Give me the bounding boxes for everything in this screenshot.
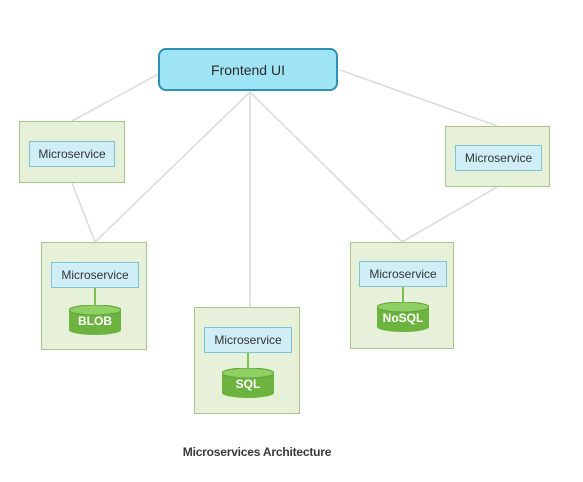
service-box-3: Microservice xyxy=(204,327,292,353)
service-box-1: Microservice xyxy=(29,141,115,167)
service-label-5: Microservice xyxy=(464,151,533,165)
connector-service-1-service-2 xyxy=(71,182,96,243)
nosql-database-label: NoSQL xyxy=(382,311,424,325)
frontend-ui-label: Frontend UI xyxy=(211,61,285,78)
connector-frontend-service-2 xyxy=(94,91,251,243)
blob-storage-label: BLOB xyxy=(78,314,112,328)
service-box-2: Microservice xyxy=(51,262,139,288)
connector-frontend-service-1 xyxy=(71,69,167,122)
nosql-database-icon: NoSQL xyxy=(377,302,429,332)
service-3-db-link xyxy=(247,353,249,368)
service-label-2: Microservice xyxy=(61,268,129,282)
diagram-caption: Microservices Architecture xyxy=(182,445,332,459)
blob-storage-db-icon: BLOB xyxy=(69,305,121,335)
connector-service-5-service-4 xyxy=(401,186,498,243)
frontend-ui-box: Frontend UI xyxy=(158,48,338,91)
service-4-db-link xyxy=(402,287,404,302)
connector-frontend-service-4 xyxy=(249,91,403,243)
service-label-1: Microservice xyxy=(38,147,106,161)
service-panel-2: Microservice BLOB xyxy=(41,242,147,350)
service-2-db-link xyxy=(94,288,96,305)
service-panel-4: Microservice NoSQL xyxy=(350,242,454,349)
sql-database-icon: SQL xyxy=(222,368,274,398)
service-label-4: Microservice xyxy=(369,267,437,281)
service-box-5: Microservice xyxy=(455,145,542,171)
service-box-4: Microservice xyxy=(359,261,447,287)
service-panel-3: Microservice SQL xyxy=(194,307,300,414)
service-panel-5: Microservice xyxy=(445,126,550,187)
sql-database-label: SQL xyxy=(235,377,261,391)
service-panel-1: Microservice xyxy=(19,121,125,183)
connector-frontend-service-5 xyxy=(339,69,498,127)
service-label-3: Microservice xyxy=(214,333,282,347)
